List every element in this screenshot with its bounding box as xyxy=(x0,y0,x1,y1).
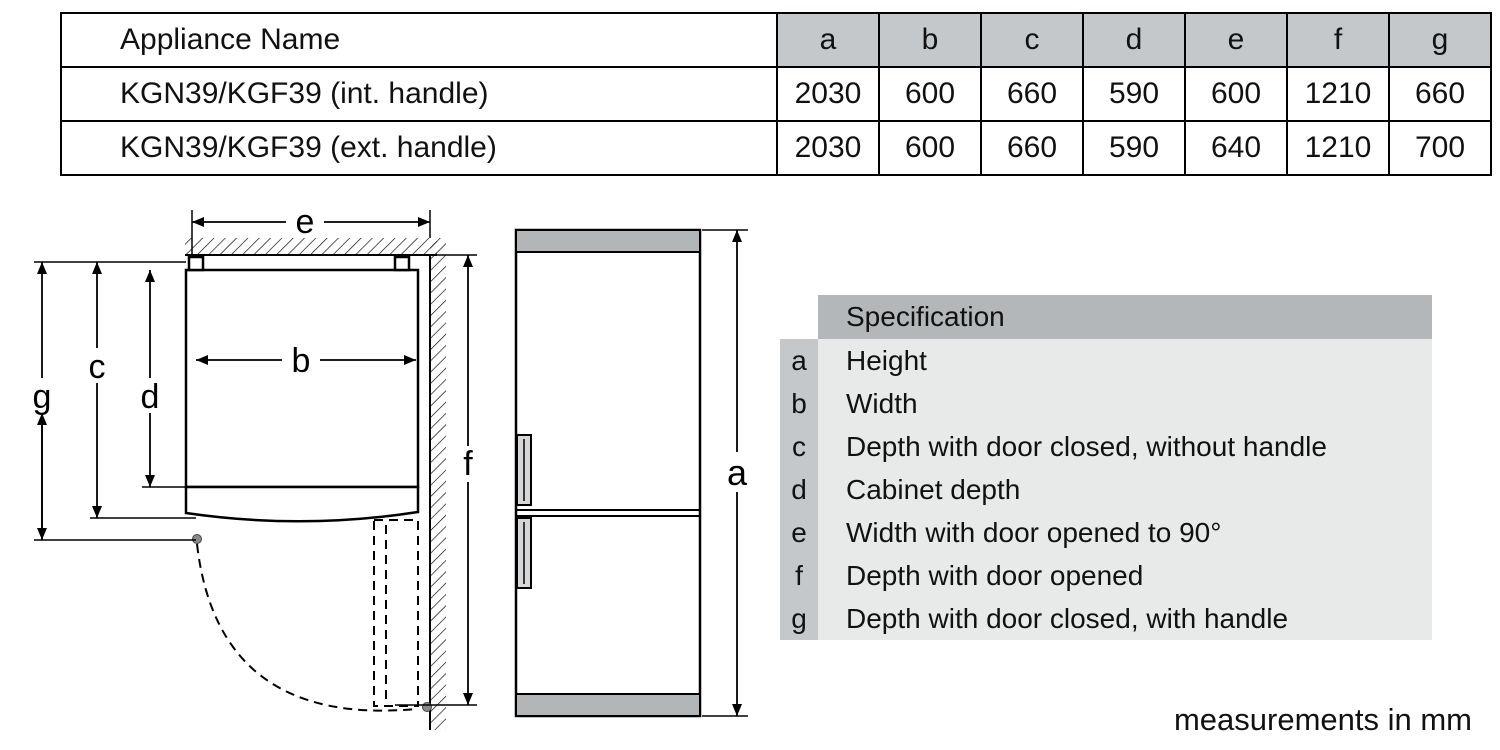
measurements-note: measurements in mm xyxy=(1173,702,1472,737)
fridge-body xyxy=(514,228,702,718)
col-header-f: f xyxy=(1286,12,1390,68)
fridge-bottom-band xyxy=(515,693,701,717)
col-header-appliance-name: Appliance Name xyxy=(60,12,778,68)
legend-row-c: c Depth with door closed, without handle xyxy=(780,425,1432,468)
legend-label: Cabinet depth xyxy=(818,468,1432,511)
legend-key: c xyxy=(780,425,818,468)
door-closed xyxy=(184,485,420,523)
col-header-c: c xyxy=(980,12,1084,68)
col-header-a: a xyxy=(776,12,880,68)
door-handle-dot-closed xyxy=(192,534,202,544)
table-row-int-handle: KGN39/KGF39 (int. handle) 2030 600 660 5… xyxy=(60,66,1492,122)
dim-value-cell: 590 xyxy=(1082,66,1186,122)
col-header-e: e xyxy=(1184,12,1288,68)
dim-label-b: b xyxy=(292,342,311,380)
dim-value-cell: 2030 xyxy=(776,66,880,122)
door-open-dashed xyxy=(373,519,419,707)
legend-row-a: a Height xyxy=(780,339,1432,382)
table-header-row: Appliance Name a b c d e f g xyxy=(60,12,1492,68)
legend-header-row: Specification xyxy=(780,295,1432,339)
dim-label-d: d xyxy=(141,378,160,416)
legend-label: Depth with door closed, with handle xyxy=(818,597,1432,640)
legend-row-d: d Cabinet depth xyxy=(780,468,1432,511)
legend-label: Depth with door opened xyxy=(818,554,1432,597)
top-view: e b g c d f xyxy=(33,203,477,730)
dim-label-e: e xyxy=(296,203,315,241)
legend-label: Width with door opened to 90° xyxy=(818,511,1432,554)
col-header-b: b xyxy=(878,12,982,68)
legend-key: f xyxy=(780,554,818,597)
legend-label: Height xyxy=(818,339,1432,382)
legend-row-f: f Depth with door opened xyxy=(780,554,1432,597)
legend-table: Specification a Height b Width c Depth w… xyxy=(780,295,1432,640)
dim-label-a: a xyxy=(727,452,748,493)
cabinet-outline xyxy=(184,268,420,489)
legend-key: e xyxy=(780,511,818,554)
appliance-name-cell: KGN39/KGF39 (int. handle) xyxy=(60,66,778,122)
wall-hatch xyxy=(430,238,446,730)
legend-row-g: g Depth with door closed, with handle xyxy=(780,597,1432,640)
legend-row-e: e Width with door opened to 90° xyxy=(780,511,1432,554)
appliance-name-cell: KGN39/KGF39 (ext. handle) xyxy=(60,120,778,176)
dim-value-cell: 640 xyxy=(1184,120,1288,176)
dim-value-cell: 2030 xyxy=(776,120,880,176)
col-header-g: g xyxy=(1388,12,1492,68)
dim-value-cell: 600 xyxy=(878,120,982,176)
legend-row-b: b Width xyxy=(780,382,1432,425)
table-row-ext-handle: KGN39/KGF39 (ext. handle) 2030 600 660 5… xyxy=(60,120,1492,176)
dim-value-cell: 600 xyxy=(1184,66,1288,122)
col-header-d: d xyxy=(1082,12,1186,68)
technical-drawing: e b g c d f xyxy=(33,203,748,730)
door-swing-arc xyxy=(196,543,417,712)
legend-key: d xyxy=(780,468,818,511)
legend-label: Width xyxy=(818,382,1432,425)
dim-value-cell: 660 xyxy=(980,120,1084,176)
legend-label: Depth with door closed, without handle xyxy=(818,425,1432,468)
dim-value-cell: 600 xyxy=(878,66,982,122)
dimensions-table: Appliance Name a b c d e f g KGN39/KGF39… xyxy=(60,12,1492,176)
ceiling-hatch xyxy=(185,238,437,255)
legend-header-title: Specification xyxy=(818,295,1432,339)
fridge-top-band xyxy=(515,229,701,253)
legend-header-key-spacer xyxy=(780,295,818,339)
dim-value-cell: 1210 xyxy=(1286,66,1390,122)
dim-value-cell: 700 xyxy=(1388,120,1492,176)
legend-key: b xyxy=(780,382,818,425)
dim-label-f: f xyxy=(463,445,473,483)
dim-value-cell: 660 xyxy=(980,66,1084,122)
dim-value-cell: 590 xyxy=(1082,120,1186,176)
dim-value-cell: 1210 xyxy=(1286,120,1390,176)
dim-value-cell: 660 xyxy=(1388,66,1492,122)
legend-key: a xyxy=(780,339,818,382)
dim-label-c: c xyxy=(89,348,106,386)
dim-label-g: g xyxy=(33,378,52,416)
legend-key: g xyxy=(780,597,818,640)
hinge-block-right xyxy=(393,255,411,272)
front-view: a xyxy=(514,228,748,718)
hinge-block-left xyxy=(187,255,205,272)
door-handle-dot-open xyxy=(422,702,432,712)
